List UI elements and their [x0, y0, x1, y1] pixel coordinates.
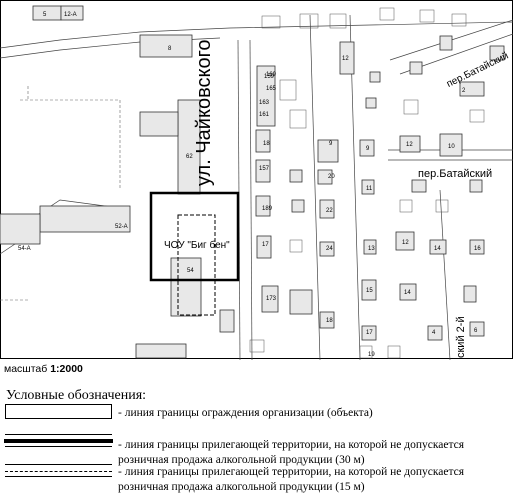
- svg-text:52-А: 52-А: [115, 224, 128, 230]
- site-map: 5 12-А 8 169 165 163 161 159 157 62 54-А…: [0, 0, 513, 360]
- svg-text:189: 189: [262, 206, 273, 212]
- svg-text:19: 19: [368, 352, 375, 358]
- svg-text:54-А: 54-А: [18, 246, 31, 252]
- svg-text:6: 6: [474, 328, 478, 334]
- buildings: [0, 5, 505, 359]
- svg-text:2: 2: [462, 88, 466, 94]
- street-label-chaikovskogo: ул. Чайковского: [193, 39, 215, 186]
- scale-line: масштаб 1:2000: [4, 363, 83, 375]
- svg-text:9: 9: [329, 141, 333, 147]
- svg-text:54: 54: [187, 268, 194, 274]
- svg-text:15: 15: [366, 288, 373, 294]
- svg-text:8: 8: [168, 46, 172, 52]
- svg-text:18: 18: [326, 318, 333, 324]
- organization-label: ЧОУ "Биг бен": [164, 240, 230, 251]
- legend-text-fence: - линия границы ограждения организации (…: [118, 407, 373, 419]
- svg-text:14: 14: [404, 290, 411, 296]
- svg-text:20: 20: [328, 174, 335, 180]
- svg-text:165: 165: [266, 86, 277, 92]
- svg-text:10: 10: [448, 144, 455, 150]
- svg-text:18: 18: [263, 141, 270, 147]
- street-label-bataysky-2: пер.Батайский: [418, 168, 493, 180]
- scale-value: 1:2000: [50, 363, 83, 375]
- legend-swatch-fence: [5, 404, 112, 419]
- svg-text:11: 11: [366, 186, 373, 192]
- svg-text:163: 163: [259, 100, 270, 106]
- svg-text:62: 62: [186, 154, 193, 160]
- svg-text:159: 159: [264, 74, 275, 80]
- svg-text:24: 24: [326, 246, 333, 252]
- svg-text:169: 169: [266, 72, 277, 78]
- svg-text:161: 161: [259, 112, 270, 118]
- legend-text-30m: - линия границы прилегающей территории, …: [118, 439, 465, 466]
- svg-text:16: 16: [474, 246, 481, 252]
- svg-text:17: 17: [366, 330, 373, 336]
- map-graphics: 5 12-А 8 169 165 163 161 159 157 62 54-А…: [0, 0, 513, 360]
- legend-swatch-15m: [5, 464, 112, 477]
- street-label-2i: ский 2-й: [455, 316, 467, 358]
- street-lines: [0, 14, 513, 360]
- svg-text:4: 4: [432, 330, 436, 336]
- legend-title: Условные обозначения:: [6, 388, 147, 403]
- boundary-15m: [177, 214, 216, 316]
- svg-text:22: 22: [326, 208, 333, 214]
- svg-text:14: 14: [434, 246, 441, 252]
- svg-text:173: 173: [266, 296, 277, 302]
- legend-text-15m: - линия границы прилегающей территории, …: [118, 466, 465, 493]
- dashed-lines: [0, 86, 121, 301]
- plots: [249, 7, 485, 359]
- svg-text:157: 157: [259, 166, 270, 172]
- legend-swatch-30m: [4, 434, 113, 447]
- svg-text:17: 17: [262, 242, 269, 248]
- svg-text:5: 5: [43, 12, 47, 18]
- svg-text:12: 12: [342, 56, 349, 62]
- svg-text:13: 13: [368, 246, 375, 252]
- house-numbers: 5 12-А 8 169 165 163 161 159 157 62 54-А…: [18, 12, 481, 358]
- scale-label: масштаб: [4, 363, 48, 375]
- svg-text:9: 9: [366, 146, 370, 152]
- svg-text:12: 12: [406, 142, 413, 148]
- svg-text:12-А: 12-А: [64, 12, 77, 18]
- boundary-30m: [149, 191, 240, 282]
- svg-text:12: 12: [402, 240, 409, 246]
